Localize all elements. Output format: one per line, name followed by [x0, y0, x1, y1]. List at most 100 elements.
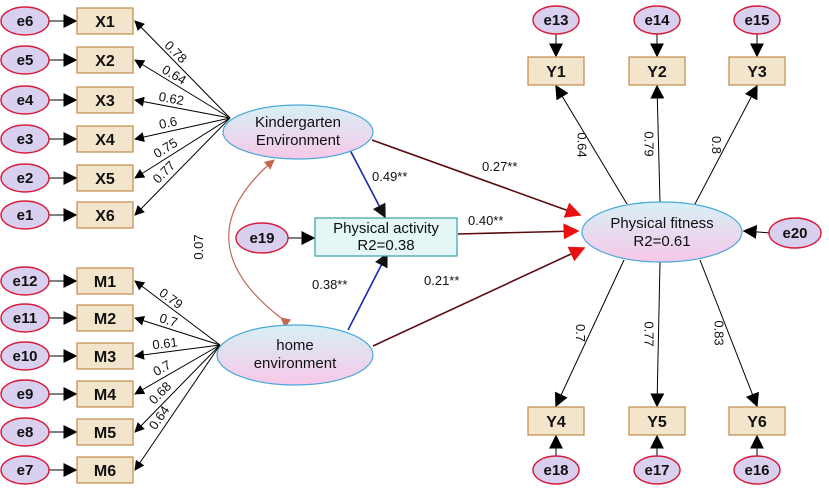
error-e14: e14	[633, 5, 681, 35]
indicator-y2: Y2	[628, 56, 686, 86]
indicator-y1: Y1	[527, 56, 585, 86]
error-label: e13	[543, 12, 568, 29]
loading-x5: 0.75	[151, 135, 180, 161]
error-label: e11	[13, 310, 37, 327]
loading-y6: 0.83	[712, 320, 727, 345]
path-kindergarten-to-fitness	[371, 139, 582, 218]
loading-m3: 0.61	[151, 334, 178, 352]
latent-home-environment: home environment	[216, 324, 374, 386]
indicator-m3: M3	[76, 342, 134, 370]
indicator-x4: X4	[76, 125, 134, 153]
loading-arrow-x3	[134, 96, 231, 119]
indicator-label: Y6	[747, 414, 767, 431]
indicator-label: M5	[94, 425, 116, 442]
error-label: e18	[543, 462, 568, 479]
error-label: e16	[744, 462, 769, 479]
indicator-x6: X6	[76, 201, 134, 229]
error-e3: e3	[0, 124, 50, 154]
error-label: e10	[12, 348, 37, 365]
path-kindergarten-to-activity	[349, 149, 386, 219]
error-e10: e10	[0, 341, 50, 371]
mediator-line1: Physical activity	[333, 220, 439, 237]
loading-y2: 0.79	[642, 131, 657, 156]
loading-arrow-m4	[134, 344, 221, 395]
error-label: e1	[17, 207, 34, 224]
indicator-y3: Y3	[728, 56, 786, 86]
error-e18: e18	[532, 455, 580, 485]
loading-m4: 0.7	[150, 357, 173, 379]
error-label: e8	[17, 424, 34, 441]
indicator-label: Y5	[647, 414, 667, 431]
loading-m2: 0.7	[158, 310, 180, 330]
coef-home-to-fitness: 0.21**	[424, 273, 459, 288]
indicator-label: X1	[95, 14, 115, 31]
error-label: e14	[644, 12, 670, 29]
latent-kindergarten-line2: Environment	[256, 132, 341, 149]
indicator-label: M4	[94, 387, 116, 404]
loading-x6: 0.77	[150, 158, 179, 187]
indicator-m4: M4	[76, 380, 134, 408]
error-e20: e20	[768, 217, 822, 249]
loading-arrow-y2	[650, 84, 665, 203]
error-e2: e2	[0, 163, 50, 193]
path-activity-to-fitness	[457, 223, 580, 240]
indicator-label: M1	[94, 274, 116, 291]
error-e16: e16	[733, 455, 781, 485]
indicator-m1: M1	[76, 267, 134, 295]
loading-arrow-x6	[134, 117, 231, 216]
loading-y1: 0.64	[575, 132, 590, 157]
latent-fitness-line1: Physical fitness	[610, 215, 713, 232]
loading-m6: 0.64	[146, 403, 173, 432]
indicator-label: X3	[95, 93, 115, 110]
loading-x1: 0.78	[162, 38, 191, 67]
latent-physical-fitness: Physical fitness R2=0.61	[581, 201, 743, 263]
path-home-to-activity	[347, 252, 388, 331]
loading-arrow-m5	[134, 344, 221, 433]
indicator-y6: Y6	[728, 406, 786, 436]
error-label: e7	[17, 462, 34, 479]
indicator-label: M6	[94, 463, 116, 480]
indicator-label: M2	[94, 311, 116, 328]
error-e15: e15	[733, 5, 781, 35]
error-e20-label: e20	[782, 225, 807, 242]
error-e7: e7	[0, 455, 50, 485]
loading-arrow-m1	[134, 280, 221, 346]
indicator-m6: M6	[76, 456, 134, 484]
indicator-label: Y2	[647, 64, 667, 81]
indicator-x2: X2	[76, 46, 134, 74]
path-home-to-fitness	[372, 246, 586, 347]
latent-fitness-line2: R2=0.61	[633, 233, 690, 250]
error-label: e15	[744, 12, 769, 29]
loading-y5: 0.77	[642, 321, 657, 346]
error-label: e5	[17, 52, 34, 69]
error-label: e17	[644, 462, 669, 479]
loading-x4: 0.6	[158, 113, 179, 131]
indicator-m2: M2	[76, 304, 134, 332]
error-e9: e9	[0, 379, 50, 409]
indicator-label: Y1	[546, 64, 566, 81]
coef-home-to-activity: 0.38**	[312, 277, 347, 292]
loading-arrow-y4	[554, 259, 625, 408]
loading-arrow-x5	[134, 117, 231, 179]
indicator-label: Y4	[546, 414, 566, 431]
loading-y3: 0.8	[709, 136, 724, 154]
error-e4: e4	[0, 85, 50, 115]
indicator-m5: M5	[76, 418, 134, 446]
coef-kinder-to-activity: 0.49**	[372, 169, 407, 184]
error-label: e12	[12, 273, 37, 290]
loading-arrow-y3	[694, 84, 758, 205]
error-label: e4	[17, 92, 34, 109]
indicator-x5: X5	[76, 164, 134, 192]
loading-arrow-m6	[134, 344, 221, 471]
indicator-label: X6	[95, 208, 115, 225]
error-e19: e19	[235, 222, 289, 254]
loading-arrow-m2	[134, 315, 221, 346]
indicator-label: M3	[94, 349, 116, 366]
error-e12: e12	[0, 266, 50, 296]
error-e5: e5	[0, 45, 50, 75]
loading-arrow-x2	[134, 59, 231, 119]
error-e1: e1	[0, 200, 50, 230]
error-label: e2	[17, 170, 34, 187]
loading-y4: 0.7	[573, 324, 588, 342]
